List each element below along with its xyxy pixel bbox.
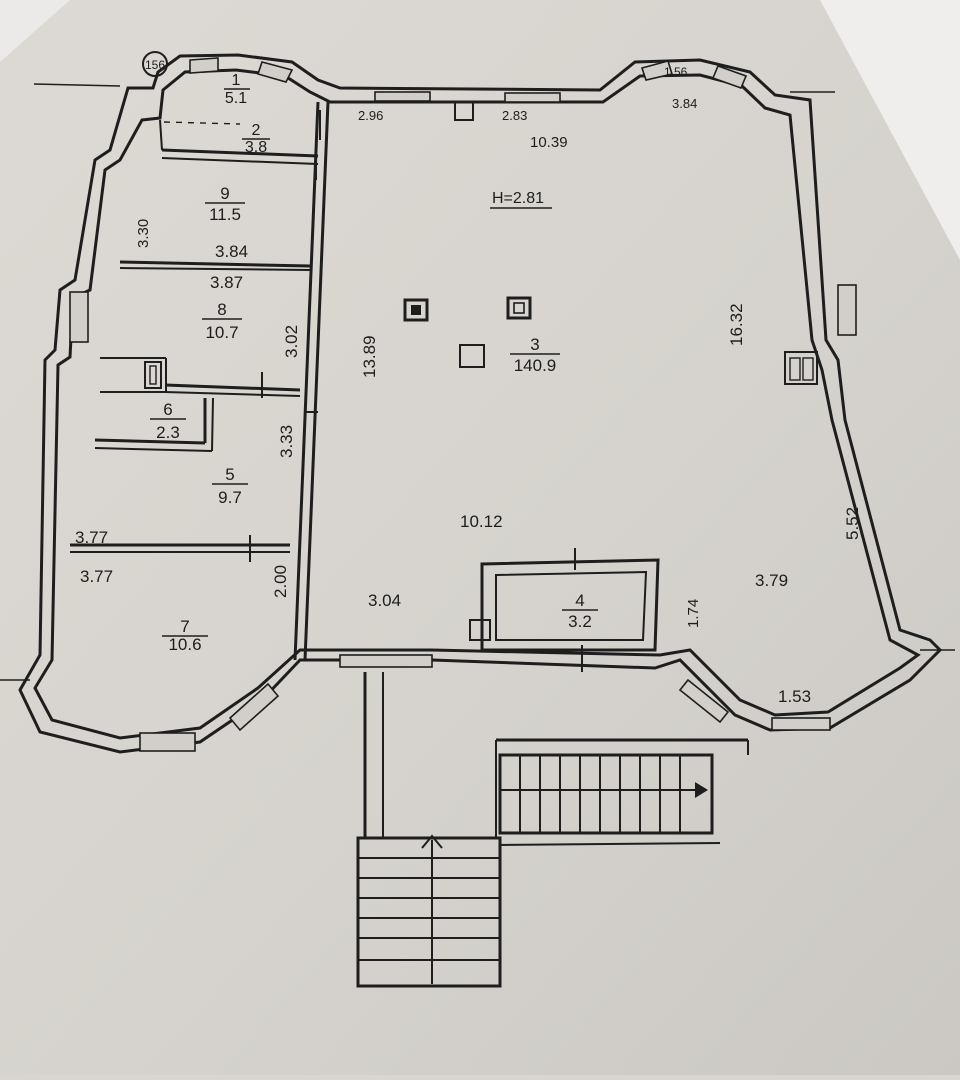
desk-surface xyxy=(820,0,960,260)
dimension-label: 10.39 xyxy=(530,134,568,151)
entrance-porch xyxy=(363,672,749,838)
dimension-label: 3.84 xyxy=(215,242,248,261)
door-marks xyxy=(249,110,583,672)
dimension-label: 3.79 xyxy=(755,571,788,590)
room-label-5: 5 9.7 xyxy=(212,465,248,507)
dimension-label: 1.74 xyxy=(685,599,702,628)
svg-text:3: 3 xyxy=(530,335,539,354)
dimension-label: 16.32 xyxy=(727,303,746,346)
room-label-1: 1 5.1 xyxy=(224,72,250,107)
svg-text:3.2: 3.2 xyxy=(568,612,592,631)
structural-columns xyxy=(144,101,818,641)
svg-text:5: 5 xyxy=(225,465,234,484)
svg-text:2: 2 xyxy=(252,122,261,139)
room-label-7: 7 10.6 xyxy=(162,617,208,654)
room-4-enclosure xyxy=(480,558,660,652)
side-stair xyxy=(498,753,721,846)
dimension-label: 2.96 xyxy=(358,108,383,123)
dimension-label: 3.04 xyxy=(368,591,401,610)
dimension-label: 3.87 xyxy=(210,273,243,292)
svg-text:4: 4 xyxy=(575,591,584,610)
svg-text:3.8: 3.8 xyxy=(245,139,267,156)
room-label-8: 8 10.7 xyxy=(202,300,242,342)
dimension-label: 5.52 xyxy=(843,507,862,540)
svg-text:5.1: 5.1 xyxy=(225,90,247,107)
dimension-label: 1.56 xyxy=(664,65,688,79)
partition-walls xyxy=(70,101,330,661)
dimension-label: 3.33 xyxy=(277,425,296,458)
windows xyxy=(69,57,857,752)
desk-surface xyxy=(0,0,70,62)
room-label-6: 6 2.3 xyxy=(150,400,186,442)
room-labels: 1 5.1 2 3.8 9 11.5 8 10.7 6 2.3 5 9.7 xyxy=(150,72,598,654)
svg-text:6: 6 xyxy=(163,400,172,419)
dimension-label: 13.89 xyxy=(360,335,379,378)
dimension-label: 1.53 xyxy=(778,687,811,706)
exterior-wall-inner xyxy=(33,68,921,740)
dimension-labels: 2.96 2.83 1.56 3.84 10.39 3.30 3.84 3.87… xyxy=(75,65,862,706)
svg-text:10.6: 10.6 xyxy=(168,635,201,654)
ceiling-height-label: H=2.81 xyxy=(492,190,544,207)
svg-text:9.7: 9.7 xyxy=(218,488,242,507)
dimension-label: 3.30 xyxy=(135,219,152,248)
entrance-stair xyxy=(356,834,502,988)
dimension-label: 3.77 xyxy=(75,528,108,547)
svg-text:11.5: 11.5 xyxy=(209,205,241,224)
dimension-label: 2.00 xyxy=(271,565,290,598)
sheet-marker: 156 xyxy=(142,51,168,77)
room-label-4: 4 3.2 xyxy=(562,591,598,631)
dimension-label: 10.12 xyxy=(460,512,503,531)
svg-text:9: 9 xyxy=(220,184,229,203)
svg-text:10.7: 10.7 xyxy=(205,323,238,342)
svg-text:8: 8 xyxy=(217,300,226,319)
svg-text:2.3: 2.3 xyxy=(156,423,180,442)
svg-text:1: 1 xyxy=(232,72,241,89)
room-label-9: 9 11.5 xyxy=(205,184,245,224)
sheet-marker-label: 156 xyxy=(145,58,165,72)
dimension-label: 3.77 xyxy=(80,567,113,586)
site-line xyxy=(33,83,121,87)
dimension-label: 3.84 xyxy=(672,96,697,111)
room-label-3: 3 140.9 xyxy=(510,335,560,375)
dimension-label: 3.02 xyxy=(282,325,301,358)
svg-text:140.9: 140.9 xyxy=(514,356,557,375)
svg-text:7: 7 xyxy=(180,617,189,636)
dimension-label: 2.83 xyxy=(502,108,527,123)
room-label-2: 2 3.8 xyxy=(242,122,270,156)
exterior-wall-outer xyxy=(18,53,943,754)
